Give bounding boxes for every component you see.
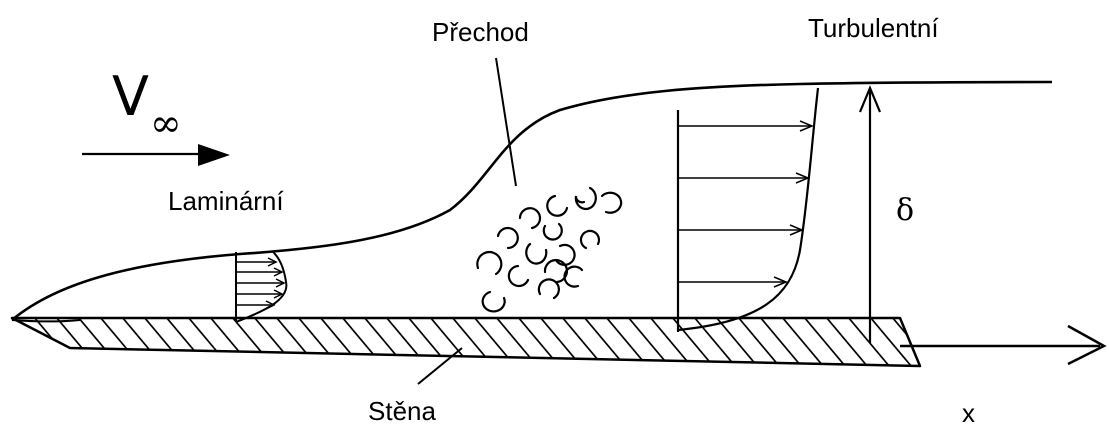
- laminar-label: Laminární: [168, 188, 284, 214]
- transition-label: Přechod: [432, 19, 529, 45]
- turbulent-velocity-profile: [678, 88, 818, 332]
- velocity-symbol: V: [112, 70, 149, 124]
- x-axis-label: x: [962, 400, 975, 426]
- thickness-arrow: [860, 88, 880, 343]
- transition-pointer: [496, 58, 516, 186]
- wall-plate: [12, 318, 920, 366]
- x-axis-arrow: [900, 326, 1104, 364]
- thickness-symbol: δ: [896, 196, 914, 226]
- transition-eddies: [477, 188, 621, 311]
- laminar-velocity-profile: [236, 251, 286, 322]
- turbulent-label: Turbulentní: [808, 15, 939, 41]
- velocity-subscript: ∞: [150, 104, 182, 142]
- wall-label: Stěna: [368, 398, 436, 424]
- free-stream-arrow: [82, 144, 230, 166]
